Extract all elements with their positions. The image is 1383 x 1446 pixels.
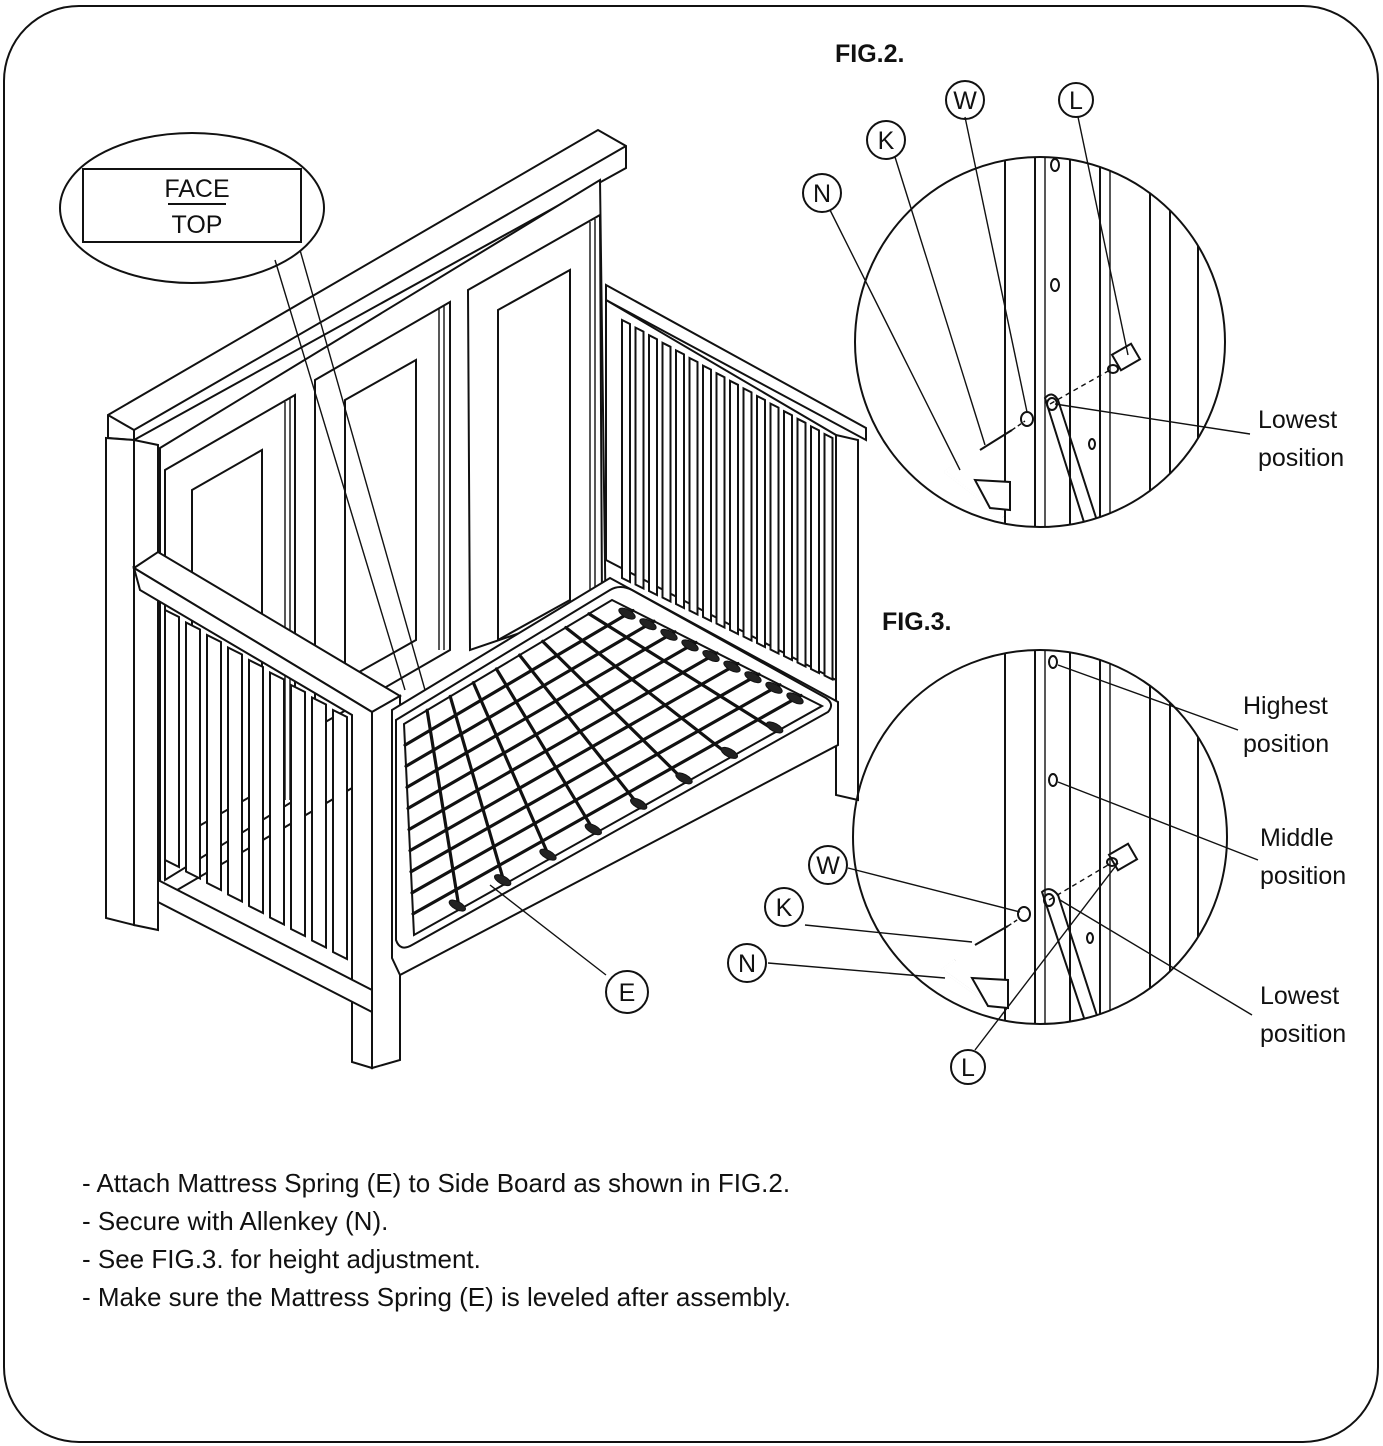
spring-coil	[660, 628, 678, 641]
fig2-callout-w: W	[953, 87, 977, 115]
fig2-lowest-line1: Lowest	[1258, 406, 1337, 434]
spring-coil	[720, 746, 738, 759]
spring-coil	[448, 899, 466, 912]
label-face: FACE	[164, 175, 229, 203]
fig2-callout-l: L	[1069, 87, 1083, 115]
label-top: TOP	[172, 211, 223, 239]
instruction-4: - Make sure the Mattress Spring (E) is l…	[82, 1282, 791, 1312]
spring-wire	[411, 693, 803, 916]
spring-coil	[766, 721, 784, 734]
side-slat	[675, 348, 685, 610]
guard-slat	[206, 633, 222, 892]
guard-slat	[248, 658, 264, 915]
crib-drawing	[59, 128, 867, 1070]
fig2-detail	[802, 80, 1251, 528]
side-slat	[688, 356, 699, 617]
fig3-middle-line1: Middle	[1260, 824, 1334, 852]
fig3-middle-line2: position	[1260, 862, 1346, 890]
side-slat	[769, 401, 780, 656]
fig2-lowest-line2: position	[1258, 444, 1344, 472]
side-slat	[634, 325, 645, 591]
side-slat	[783, 409, 793, 662]
spring-coil	[494, 874, 512, 887]
spring-coil	[723, 660, 741, 673]
fig3-lowest-line2: position	[1260, 1020, 1346, 1048]
fig2-callout-k: K	[878, 127, 895, 155]
side-slat	[810, 424, 820, 675]
fig3-callout-k: K	[776, 894, 793, 922]
spring-coil	[702, 649, 720, 663]
spring-wire	[403, 608, 635, 747]
side-slat	[729, 379, 739, 636]
guard-slat	[164, 608, 180, 869]
spring-wire	[405, 630, 677, 789]
page-border	[3, 5, 1379, 1443]
fig3-callout-l: L	[961, 1054, 975, 1082]
side-slat	[796, 417, 807, 669]
spring-coil	[675, 772, 693, 785]
guard-slat	[311, 695, 327, 950]
spring-wire	[410, 683, 782, 895]
side-slat	[756, 394, 766, 649]
spring-coil	[744, 671, 762, 684]
spring-coil	[639, 618, 657, 631]
spring-wire	[404, 619, 656, 768]
fig2-callout-n: N	[813, 180, 831, 208]
spring-coil	[630, 797, 648, 810]
spring-coil	[786, 692, 804, 705]
guard-slat	[269, 670, 285, 927]
side-slat	[648, 333, 658, 597]
spring-coil	[681, 639, 699, 652]
spring-wire	[406, 640, 698, 811]
instruction-2: - Secure with Allenkey (N).	[82, 1206, 388, 1236]
side-slat	[715, 371, 726, 630]
fig3-title: FIG.3.	[882, 608, 951, 636]
side-slat	[621, 318, 631, 584]
side-slat	[661, 341, 672, 604]
fig3-detail	[727, 649, 1259, 1085]
fig3-highest-line2: position	[1243, 730, 1329, 758]
side-slat	[823, 432, 834, 682]
callout-e: E	[619, 979, 636, 1007]
guard-slat	[332, 708, 348, 961]
instruction-3: - See FIG.3. for height adjustment.	[82, 1244, 481, 1274]
fig3-callout-w: W	[816, 852, 840, 880]
fig3-highest-line1: Highest	[1243, 692, 1328, 720]
spring-wire	[407, 651, 719, 832]
side-slat	[702, 363, 712, 623]
spring-coil	[584, 823, 602, 836]
spring-coil	[539, 848, 557, 861]
spring-wire	[409, 672, 761, 874]
instruction-1: - Attach Mattress Spring (E) to Side Boa…	[82, 1168, 790, 1198]
guard-slat	[185, 620, 201, 881]
guard-slat	[290, 683, 306, 938]
spring-wire	[408, 661, 740, 853]
spring-coil	[765, 681, 783, 694]
fig3-lowest-line1: Lowest	[1260, 982, 1339, 1010]
guard-slat	[227, 645, 243, 904]
spring-coil	[618, 607, 636, 620]
fig3-callout-n: N	[738, 950, 756, 978]
side-slat	[742, 386, 753, 643]
fig2-title: FIG.2.	[835, 40, 904, 68]
